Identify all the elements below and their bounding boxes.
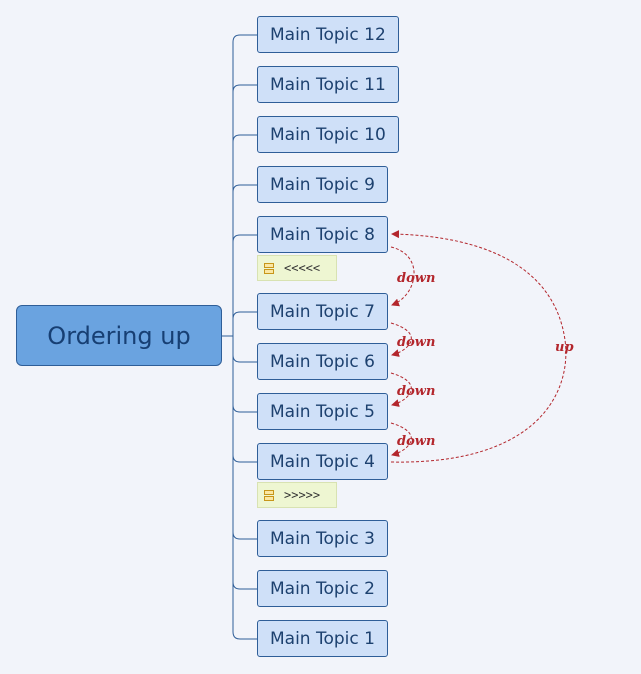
- topic-1[interactable]: Main Topic 1: [257, 620, 388, 657]
- note-icon: [264, 262, 274, 274]
- topic-10[interactable]: Main Topic 10: [257, 116, 399, 153]
- central-topic[interactable]: Ordering up: [16, 305, 222, 366]
- topic-12[interactable]: Main Topic 12: [257, 16, 399, 53]
- relationship-down-8-7: [390, 246, 415, 307]
- topic-11[interactable]: Main Topic 11: [257, 66, 399, 103]
- topic-6[interactable]: Main Topic 6: [257, 343, 388, 380]
- topic-2[interactable]: Main Topic 2: [257, 570, 388, 607]
- note-text: <<<<<: [284, 261, 321, 275]
- note-icon: [264, 489, 274, 501]
- topic-7[interactable]: Main Topic 7: [257, 293, 388, 330]
- relationship-label-down[interactable]: down: [397, 384, 435, 399]
- note-topic-4[interactable]: >>>>>: [257, 482, 337, 508]
- topic-4[interactable]: Main Topic 4: [257, 443, 388, 480]
- note-text: >>>>>: [284, 488, 321, 502]
- relationship-label-down[interactable]: down: [397, 335, 435, 350]
- relationship-label-down[interactable]: down: [397, 434, 435, 449]
- relationship-up-4-8: [390, 230, 567, 463]
- relationship-label-up[interactable]: up: [555, 340, 574, 355]
- topic-5[interactable]: Main Topic 5: [257, 393, 388, 430]
- topic-3[interactable]: Main Topic 3: [257, 520, 388, 557]
- relationship-label-down[interactable]: down: [397, 271, 435, 286]
- topic-9[interactable]: Main Topic 9: [257, 166, 388, 203]
- branch-12: [232, 34, 257, 43]
- note-topic-8[interactable]: <<<<<: [257, 255, 337, 281]
- topic-8[interactable]: Main Topic 8: [257, 216, 388, 253]
